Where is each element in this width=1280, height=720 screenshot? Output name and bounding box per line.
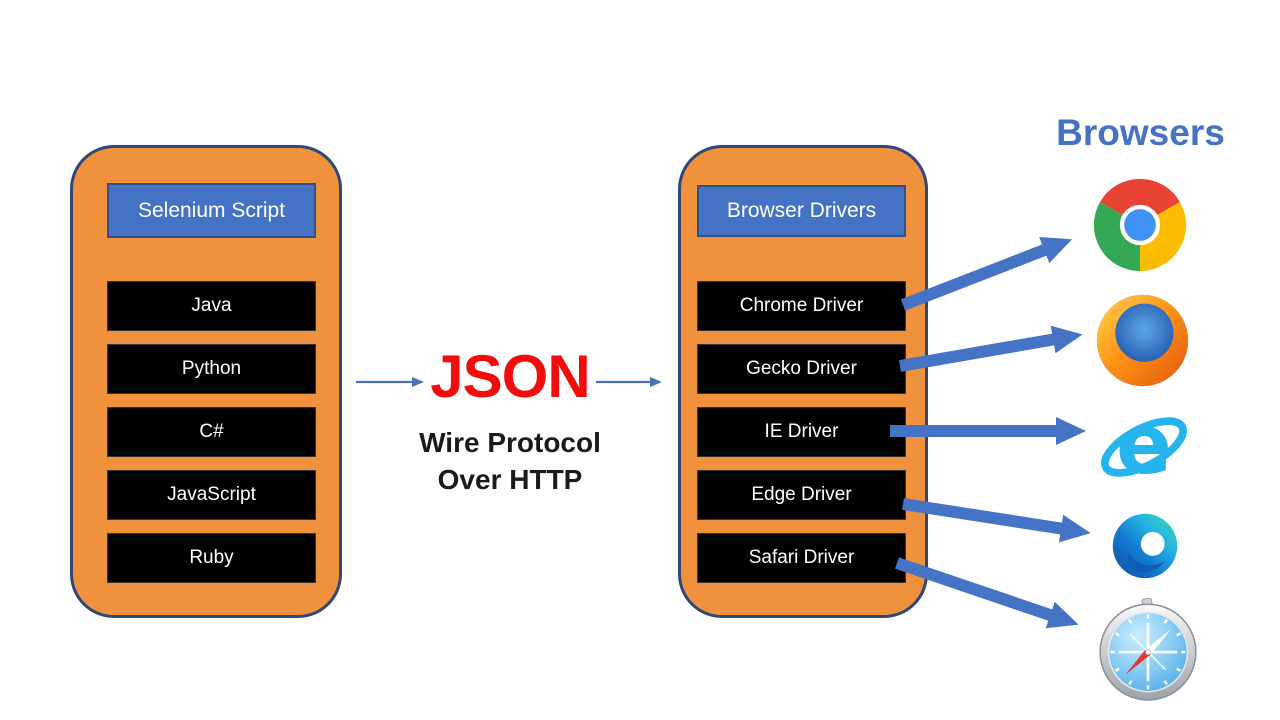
driver-item-edge: Edge Driver (697, 470, 906, 520)
subtitle-line-wire-protocol: Wire Protocol (419, 427, 601, 458)
driver-item-safari: Safari Driver (697, 533, 906, 583)
selenium-script-header: Selenium Script (107, 183, 316, 238)
firefox-icon (1094, 292, 1191, 389)
internet-explorer-icon: e (1096, 399, 1192, 495)
browser-drivers-panel: Browser Drivers Chrome Driver Gecko Driv… (678, 145, 928, 618)
subtitle-line-over-http: Over HTTP (437, 464, 583, 495)
browsers-label: Browsers (1056, 112, 1225, 153)
selenium-script-panel: Selenium Script Java Python C# JavaScrip… (70, 145, 342, 618)
driver-item-ie: IE Driver (697, 407, 906, 457)
language-item-javascript: JavaScript (107, 470, 316, 520)
svg-text:e: e (1116, 399, 1172, 493)
driver-item-chrome: Chrome Driver (697, 281, 906, 331)
json-protocol-title: JSON (430, 343, 590, 410)
safari-icon (1096, 598, 1200, 702)
json-protocol-subtitle: Wire Protocol Over HTTP (395, 424, 625, 498)
edge-icon (1110, 511, 1180, 581)
driver-item-gecko: Gecko Driver (697, 344, 906, 394)
chrome-icon (1092, 177, 1188, 273)
browser-drivers-header: Browser Drivers (697, 185, 906, 237)
language-item-csharp: C# (107, 407, 316, 457)
language-item-java: Java (107, 281, 316, 331)
language-item-ruby: Ruby (107, 533, 316, 583)
language-item-python: Python (107, 344, 316, 394)
